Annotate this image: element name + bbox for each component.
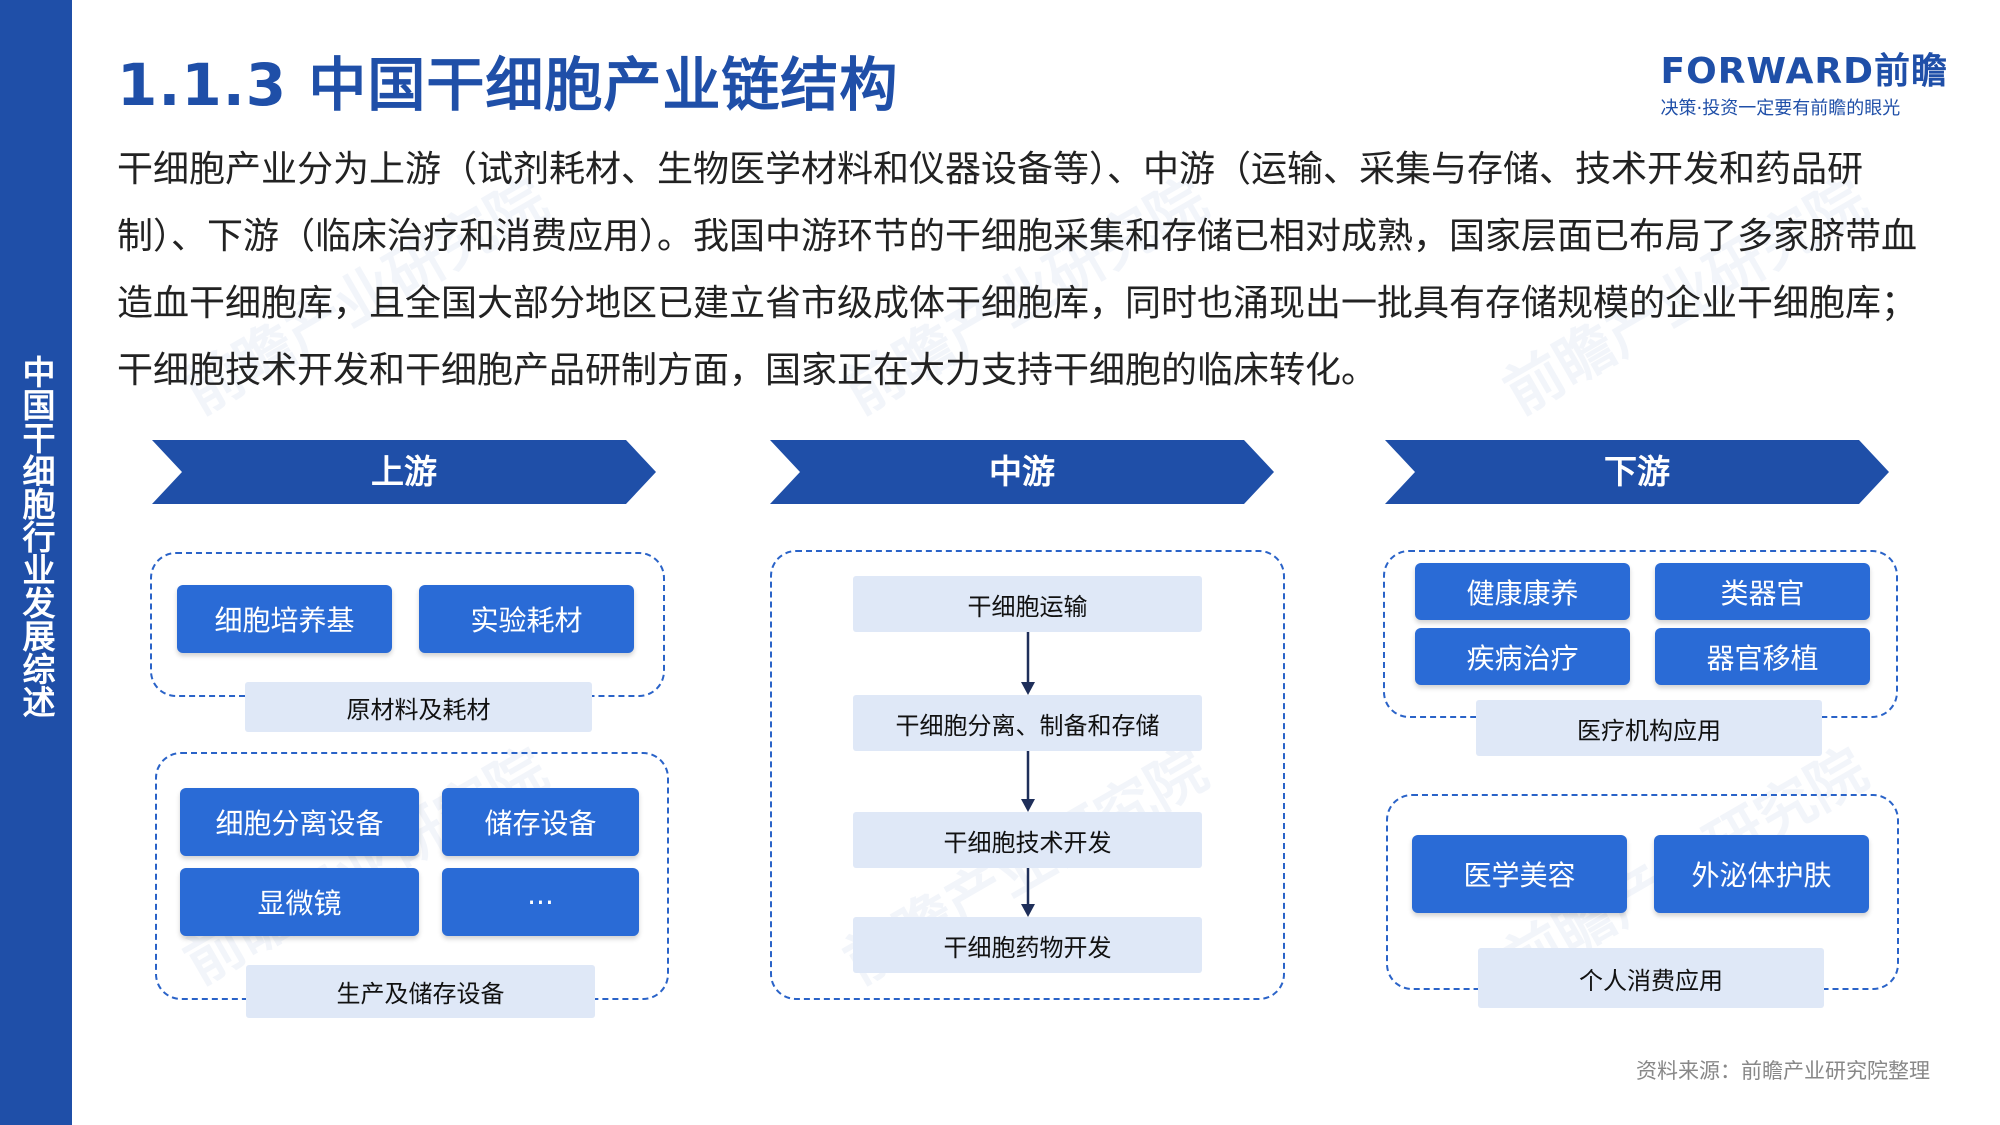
down-arrow-icon: [1021, 868, 1035, 917]
midstream-banner: 中游: [770, 440, 1274, 504]
downstream-item: 医学美容: [1412, 835, 1627, 913]
midstream-step: 干细胞分离、制备和存储: [853, 695, 1202, 751]
downstream-item: 健康康养: [1415, 563, 1630, 620]
upstream-item: 细胞分离设备: [180, 788, 419, 856]
downstream-group2-label: 个人消费应用: [1478, 948, 1824, 1008]
midstream-box: [770, 550, 1285, 1000]
midstream-step: 干细胞技术开发: [853, 812, 1202, 868]
sidebar-label: 中国干细胞行业发展综述: [17, 355, 56, 718]
down-arrow-icon: [1021, 632, 1035, 695]
chevron-shape: [152, 440, 656, 504]
upstream-banner: 上游: [152, 440, 656, 504]
midstream-step: 干细胞运输: [853, 576, 1202, 632]
upstream-item: ···: [442, 868, 639, 936]
chevron-shape: [770, 440, 1274, 504]
intro-paragraph: 干细胞产业分为上游（试剂耗材、生物医学材料和仪器设备等）、中游（运输、采集与存储…: [117, 149, 1918, 391]
upstream-item: 细胞培养基: [177, 585, 392, 653]
downstream-group1-label: 医疗机构应用: [1476, 700, 1822, 756]
upstream-item: 储存设备: [442, 788, 639, 856]
sidebar: 中国干细胞行业发展综述: [0, 0, 72, 1125]
upstream-item: 实验耗材: [419, 585, 634, 653]
downstream-title: 下游: [1604, 452, 1670, 491]
chevron-shape: [1385, 440, 1889, 504]
downstream-item: 器官移植: [1655, 628, 1870, 685]
logo-name: FORWARD前瞻: [1660, 51, 1948, 92]
downstream-item: 类器官: [1655, 563, 1870, 620]
downstream-banner: 下游: [1385, 440, 1889, 504]
downstream-item: 疾病治疗: [1415, 628, 1630, 685]
down-arrow-icon: [1021, 751, 1035, 812]
logo-tagline: 决策·投资一定要有前瞻的眼光: [1660, 98, 1901, 119]
logo: FORWARD前瞻 决策·投资一定要有前瞻的眼光: [1661, 52, 1948, 120]
page-title: 1.1.3 中国干细胞产业链结构: [117, 51, 899, 119]
midstream-title: 中游: [989, 452, 1055, 491]
upstream-title: 上游: [371, 452, 437, 491]
source-note: 资料来源：前瞻产业研究院整理: [1636, 1059, 1930, 1083]
midstream-step: 干细胞药物开发: [853, 917, 1202, 973]
upstream-group1-label: 原材料及耗材: [245, 682, 592, 732]
downstream-item: 外泌体护肤: [1654, 835, 1869, 913]
upstream-item: 显微镜: [180, 868, 419, 936]
upstream-group2-label: 生产及储存设备: [246, 965, 595, 1018]
